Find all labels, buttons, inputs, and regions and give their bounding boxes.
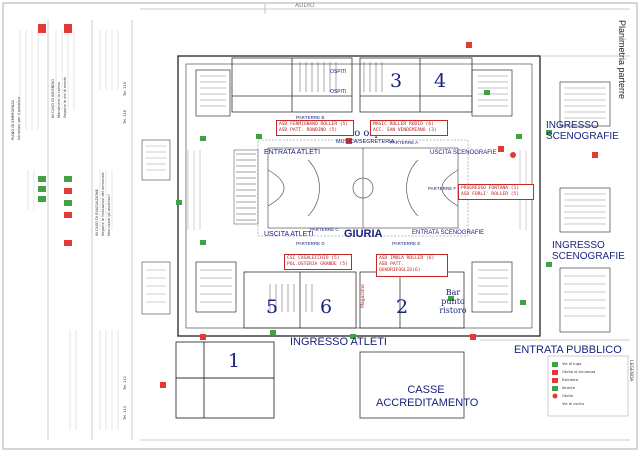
phone-number: Tel. 118 bbox=[123, 110, 127, 124]
sector-6-number: 6 bbox=[320, 296, 333, 318]
note-left-top: PIANO DI EMERGENZA bbox=[11, 99, 15, 140]
legend-item: Uscita bbox=[562, 394, 574, 398]
exit-sign-icon bbox=[484, 90, 490, 95]
extinguisher-icon bbox=[592, 152, 598, 158]
exit-sign-icon bbox=[200, 240, 206, 245]
note-left-top: Istruzioni per il pubblico bbox=[17, 96, 21, 140]
exit-sign-icon bbox=[200, 136, 206, 141]
legend-item: Idrante bbox=[562, 386, 575, 390]
extinguisher-icon bbox=[160, 382, 166, 388]
club-name: ACC. SAN VENDEMIANO (3) bbox=[373, 128, 437, 134]
extinguisher-icon bbox=[470, 334, 476, 340]
legend-item: Uscita di sicurezza bbox=[562, 370, 596, 374]
note-left-mid: Mantenere la calma bbox=[57, 82, 61, 118]
extinguisher-icon bbox=[346, 138, 352, 144]
note-left-low: Seguire le indicazioni del personale bbox=[101, 172, 105, 236]
club-box-parterre-a: MAGIC ROLLER RUDIO (6) ACC. SAN VENDEMIA… bbox=[370, 120, 448, 137]
label-entrata-atleti: ENTRATA ATLETI bbox=[264, 149, 321, 156]
header-mark: AUDIO bbox=[295, 2, 315, 9]
club-box-parterre-e: ASD IMOLA ROLLER (6) ASD PATT. QUADRIFOG… bbox=[376, 254, 448, 277]
parterre-c-label: PARTERRE C bbox=[310, 227, 339, 232]
alarm-icon bbox=[510, 152, 516, 158]
sector-1-number: 1 bbox=[228, 350, 241, 372]
extinguisher-icon bbox=[200, 334, 206, 340]
phone-number: Tel. 115 bbox=[123, 82, 127, 96]
label-ingresso-scenografie-top: INGRESSO SCENOGRAFIE bbox=[546, 120, 619, 142]
label-magazzino: Magazzino bbox=[361, 284, 366, 308]
label-giuria: GIURIA bbox=[344, 228, 383, 240]
label-ospiti: OSPITI bbox=[330, 89, 347, 95]
legend-box bbox=[547, 355, 629, 417]
exit-sign-icon bbox=[256, 134, 262, 139]
label-uscita-atleti: USCITA ATLETI bbox=[264, 231, 314, 238]
parterre-b-label: PARTERRE B bbox=[296, 115, 325, 120]
left-info-panel bbox=[47, 20, 133, 440]
club-name: ASD PATT. QUADRIFOGLIO(6) bbox=[379, 262, 421, 274]
exit-sign-icon bbox=[448, 296, 454, 301]
note-left-mid: IN CASO DI INCENDIO bbox=[51, 79, 55, 118]
extinguisher-icon bbox=[466, 42, 472, 48]
exit-sign-icon bbox=[520, 300, 526, 305]
label-ingresso-atleti: INGRESSO ATLETI bbox=[290, 336, 387, 348]
club-name: ASD FERMIGNANO ROLLER (5) bbox=[279, 122, 349, 127]
legend-title: LEGENDA bbox=[628, 360, 633, 382]
sector-3-number: 3 bbox=[390, 70, 403, 92]
label-entrata-scenografie: ENTRATA SCENOGRAFIE bbox=[412, 230, 485, 236]
club-box-parterre-b: ASD FERMIGNANO ROLLER (5) ASD PATT. ROND… bbox=[276, 120, 354, 137]
exit-sign-icon bbox=[270, 330, 276, 335]
label-ospiti: OSPITI bbox=[330, 69, 347, 75]
exit-sign-icon bbox=[350, 334, 356, 339]
club-name: CSI CASALECCHIO (5) bbox=[287, 256, 340, 261]
legend-item: Vie di uscita bbox=[562, 402, 584, 406]
phone-number: Tel. 112 bbox=[123, 376, 127, 390]
exit-sign-icon bbox=[516, 134, 522, 139]
label-bar: Bar punto ristoro bbox=[439, 288, 467, 316]
parterre-d-label: PARTERRE D bbox=[296, 241, 325, 246]
sector-2-number: 2 bbox=[396, 296, 409, 318]
club-name: POL.OSTERIA GRANDE (5) bbox=[287, 262, 348, 268]
legend-item: Vie di fuga bbox=[562, 362, 582, 366]
note-left-low: Non usare gli ascensori bbox=[107, 194, 111, 236]
parterre-e-label: PARTERRE E bbox=[392, 241, 421, 246]
legend-item: Estintore bbox=[562, 378, 579, 382]
club-box-parterre-d: CSI CASALECCHIO (5) POL.OSTERIA GRANDE (… bbox=[284, 254, 352, 271]
exit-sign-icon bbox=[546, 130, 552, 135]
parterre-f-label: PARTERRE F bbox=[428, 186, 457, 191]
label-uscita-scenografie: USCITA SCENOGRAFIE bbox=[430, 150, 497, 156]
club-name: ASD IMOLA ROLLER (6) bbox=[379, 256, 435, 261]
club-name: PROGRESSO FONTANA (1) bbox=[461, 186, 520, 191]
extinguisher-icon bbox=[498, 146, 504, 152]
club-box-parterre-f: PROGRESSO FONTANA (1) ASD FORLI' ROLLER … bbox=[458, 184, 534, 201]
label-entrata-pubblico: ENTRATA PUBBLICO bbox=[514, 344, 622, 356]
sector-5-number: 5 bbox=[266, 296, 279, 318]
note-left-low: IN CASO DI EVACUAZIONE bbox=[95, 189, 99, 236]
sector-4-number: 4 bbox=[434, 70, 447, 92]
exit-sign-icon bbox=[176, 200, 182, 205]
parterre-a-label: PARTERRE A bbox=[390, 140, 419, 145]
label-casse-accreditamento: CASSE ACCREDITAMENTO bbox=[376, 384, 479, 409]
club-name: MAGIC ROLLER RUDIO (6) bbox=[373, 122, 434, 127]
label-musica-segreteria: MUSICA/SEGRETERIA bbox=[336, 139, 395, 145]
club-name: ASD PATT. RONDINO (5) bbox=[279, 128, 338, 134]
label-ingresso-scenografie-bottom: INGRESSO SCENOGRAFIE bbox=[552, 240, 625, 262]
phone-number: Tel. 113 bbox=[123, 406, 127, 420]
page-title: Planimetria parterre bbox=[617, 20, 627, 100]
club-name: ASD FORLI' ROLLER (5) bbox=[461, 192, 520, 198]
note-left-mid: Seguire le vie di esodo bbox=[63, 77, 67, 118]
exit-sign-icon bbox=[546, 262, 552, 267]
